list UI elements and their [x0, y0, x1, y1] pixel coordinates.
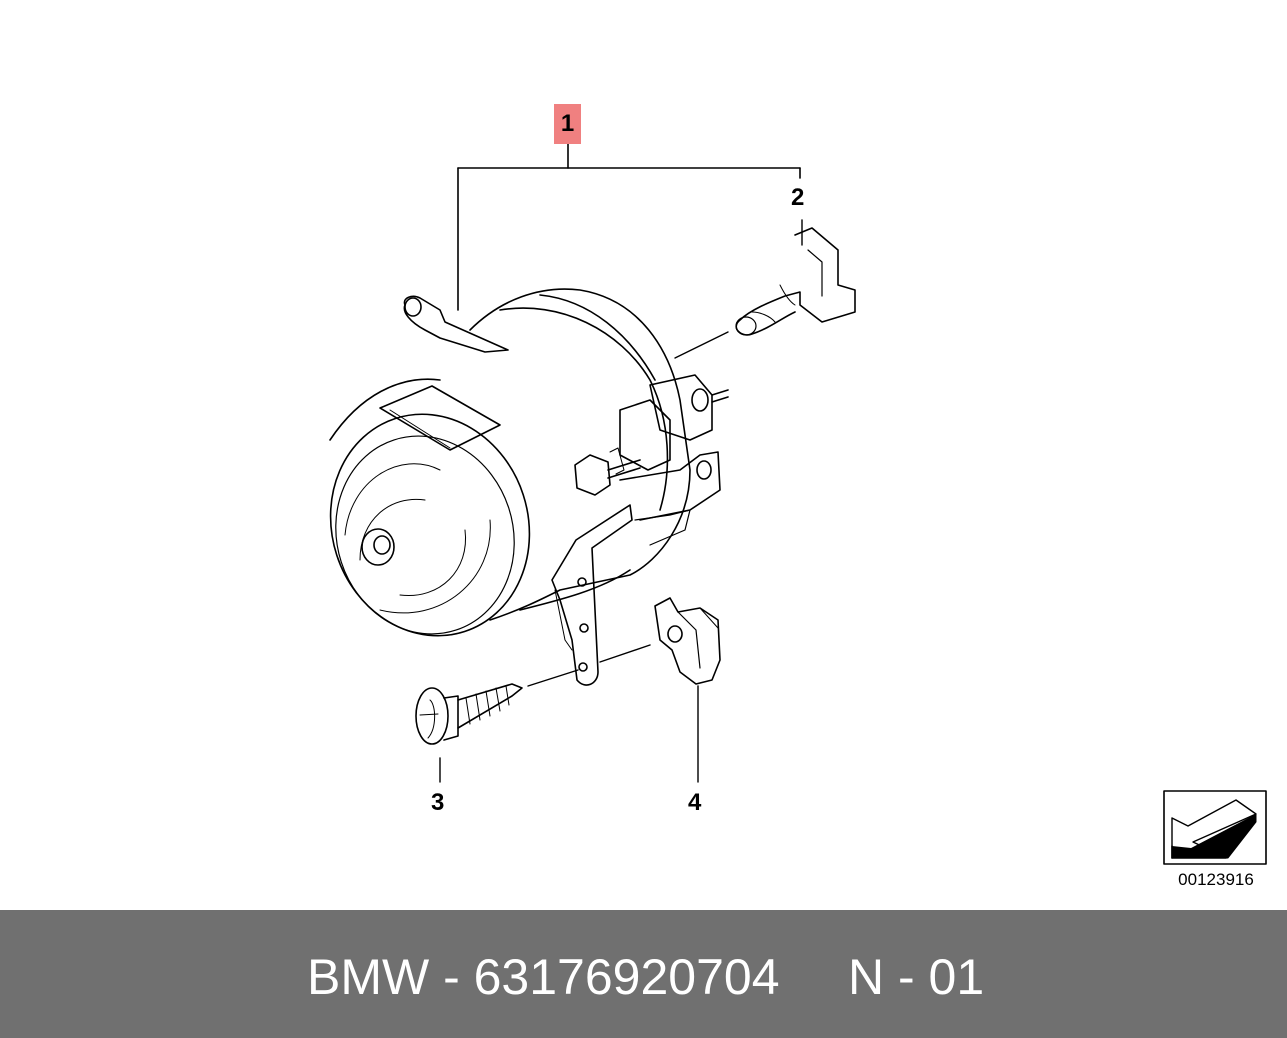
front-direction-arrow-icon	[1163, 790, 1267, 865]
callout-part-1[interactable]: 1	[554, 104, 581, 144]
mounting-bracket	[551, 504, 633, 686]
footer-variant-code: N - 01	[848, 949, 985, 1005]
parts-diagram: 1 2 3 4 00123916	[329, 104, 1267, 889]
callout-part-2[interactable]: 2	[791, 184, 805, 211]
beam-adjuster-mechanism	[574, 374, 729, 546]
fog-lamp-housing	[329, 288, 691, 637]
callout-1-leader-bracket	[457, 143, 801, 311]
footer-part-number: BMW - 63176920704	[307, 949, 780, 1005]
fog-lamp-exploded-drawing	[329, 143, 1267, 865]
callout-label-1: 1	[560, 110, 575, 137]
diagram-reference-code: 00123916	[1178, 870, 1254, 889]
footer-bar	[0, 910, 1287, 1038]
self-tapping-screw	[415, 683, 523, 745]
clip-nut	[654, 597, 721, 685]
breather-nozzle	[403, 295, 509, 353]
fog-lamp-bulb	[735, 227, 856, 336]
callout-part-4[interactable]: 4	[688, 789, 702, 816]
callout-part-3[interactable]: 3	[431, 789, 445, 816]
